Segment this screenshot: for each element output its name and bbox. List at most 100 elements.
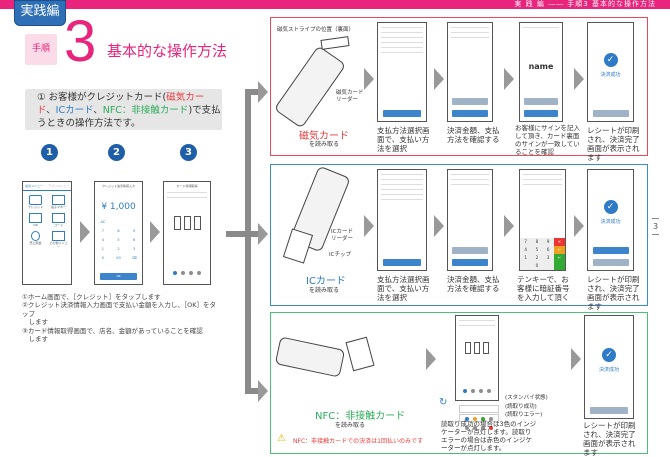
warning-text: NFC：非接触カードでの決済は1回払いのみです	[293, 438, 423, 445]
key[interactable]: 00	[116, 256, 121, 260]
card-type-label: NFC：非接触カード	[315, 411, 406, 422]
key[interactable]: 5	[535, 247, 539, 252]
arrow-right-icon	[571, 348, 581, 370]
connector-line	[245, 388, 259, 394]
confirm-screen	[447, 169, 493, 271]
key[interactable]: AC	[100, 220, 106, 224]
arrow-right-icon	[574, 68, 584, 90]
key[interactable]: 0	[535, 263, 539, 268]
cancel-key[interactable]: ×	[553, 238, 565, 246]
key[interactable]: 2	[535, 255, 539, 260]
caption: レシートが印刷され、決済完了画面が表示されます	[587, 126, 640, 162]
arrow-right-icon	[574, 215, 584, 237]
payment-method-screen	[377, 22, 427, 122]
signature-screen: name	[519, 22, 563, 122]
terminal-illustration	[274, 336, 346, 378]
connector-line	[245, 231, 259, 237]
key[interactable]: 8	[535, 239, 539, 244]
action-label: を読み取る	[309, 287, 340, 294]
clear-key[interactable]: ←	[553, 246, 565, 254]
tile[interactable]: 電子マネー	[49, 195, 68, 209]
sep: 、	[46, 105, 56, 116]
page-number: 3	[652, 218, 660, 235]
arrow-right-icon	[504, 68, 514, 90]
key[interactable]: 1	[101, 247, 104, 251]
step-notes: ①ホーム画面で、［クレジット］をタップします ②クレジット決済情報入力画面で支払…	[22, 293, 222, 343]
tile[interactable]: 売上照会	[26, 231, 45, 249]
indicator-error	[459, 414, 499, 430]
sep: 、	[93, 105, 103, 116]
payment-complete-screen: ✓決済成功	[584, 315, 634, 419]
ok-button[interactable]: OK	[99, 273, 138, 280]
arrow-right-icon	[426, 348, 436, 370]
caption: 支払方法選択画面で、支払い方法を選択	[377, 275, 430, 302]
arrow-right-icon	[364, 215, 374, 237]
tile-label: コード	[53, 223, 63, 227]
tile-label: クレジット	[27, 205, 43, 209]
key[interactable]: 8	[117, 229, 120, 233]
arrow-right-icon	[80, 221, 90, 243]
indicator-success	[459, 405, 499, 421]
arrow-right-icon	[258, 223, 268, 245]
home-screen: 決済メニューアプリメニュー クレジット 電子マネー QR コード 売上照会 その…	[22, 181, 72, 285]
rotate-icon: ↻	[439, 397, 448, 408]
payment-method-screen	[377, 169, 427, 271]
tile[interactable]: QR	[26, 213, 45, 227]
key[interactable]: 5	[117, 238, 120, 242]
card-illustration	[345, 336, 375, 372]
tile-credit[interactable]: クレジット	[26, 195, 45, 209]
card-type-label: ICカード	[306, 276, 346, 287]
key[interactable]: 9	[546, 239, 550, 244]
note: します	[22, 318, 49, 327]
note: ②クレジット決済情報入力画面で支払い金額を入力し、［OK］をタップ	[22, 301, 216, 318]
step-number: 3	[64, 9, 97, 74]
tab: 決済メニュー	[25, 184, 44, 188]
caption: レシートが印刷され、決済完了画面が表示されます	[583, 421, 636, 457]
tab: アプリメニュー	[47, 184, 69, 188]
amount-display: ¥ 1,000	[101, 202, 136, 212]
key[interactable]: 4	[101, 238, 104, 242]
tile[interactable]: コード	[49, 213, 68, 227]
arrow-right-icon	[504, 215, 514, 237]
key[interactable]: 6	[133, 238, 136, 242]
card-read-screen: カード情報取得	[163, 181, 211, 285]
key[interactable]: 3	[133, 247, 136, 251]
arrow-right-icon	[150, 221, 160, 243]
key[interactable]: 9	[133, 229, 136, 233]
step-label: 手順	[25, 34, 57, 65]
arrow-right-icon	[258, 81, 268, 103]
tile-label: その他メニュー	[49, 241, 68, 249]
key[interactable]: 2	[117, 247, 120, 251]
caption: 決済金額、支払方法を確認する	[447, 126, 500, 144]
chip-label: ICチップ	[329, 252, 351, 258]
key[interactable]: ⌫	[131, 256, 137, 260]
indicator-label: (スタンバイ状態)	[505, 395, 548, 401]
step-circle-1: 1	[41, 144, 58, 161]
intro-text: ① お客様がクレジットカード(	[37, 92, 167, 103]
key[interactable]: 1	[524, 255, 527, 260]
enter-key[interactable]: ↵	[553, 254, 565, 262]
arrow-right-icon	[364, 68, 374, 90]
tile-label: 売上照会	[29, 241, 42, 245]
action-label: を読み取る	[309, 141, 340, 148]
payment-complete-screen: ✓決済成功	[587, 22, 634, 122]
intro-text: )で支払うときの操作方法です。	[37, 105, 221, 129]
step-circle-2: 2	[108, 144, 125, 161]
card-illustration	[282, 228, 314, 264]
top-bar	[0, 0, 670, 9]
key[interactable]: 7	[524, 239, 527, 244]
tile[interactable]: その他メニュー	[49, 231, 68, 249]
key[interactable]: 4	[524, 247, 527, 252]
key[interactable]: 6	[546, 247, 550, 252]
magnetic-card-panel: 磁気ストライプの位置（裏面） 磁気カード リーダー 磁気カード を読み取る na…	[270, 17, 648, 162]
key[interactable]: 3	[546, 255, 550, 260]
indicator-label: (読取り成功)	[505, 403, 537, 410]
signature: name	[528, 62, 554, 71]
caption: 決済金額、支払方法を確認する	[447, 275, 500, 293]
key[interactable]: 7	[101, 229, 104, 233]
intro-box: ① お客様がクレジットカード(磁気カード、ICカード、NFC：非接触カード)で支…	[25, 89, 222, 130]
key[interactable]: 0	[101, 256, 104, 260]
success-text: 決済成功	[598, 367, 619, 373]
indicator-labels: (スタンバイ状態) (読取り成功) (読取りエラー)	[505, 394, 548, 420]
